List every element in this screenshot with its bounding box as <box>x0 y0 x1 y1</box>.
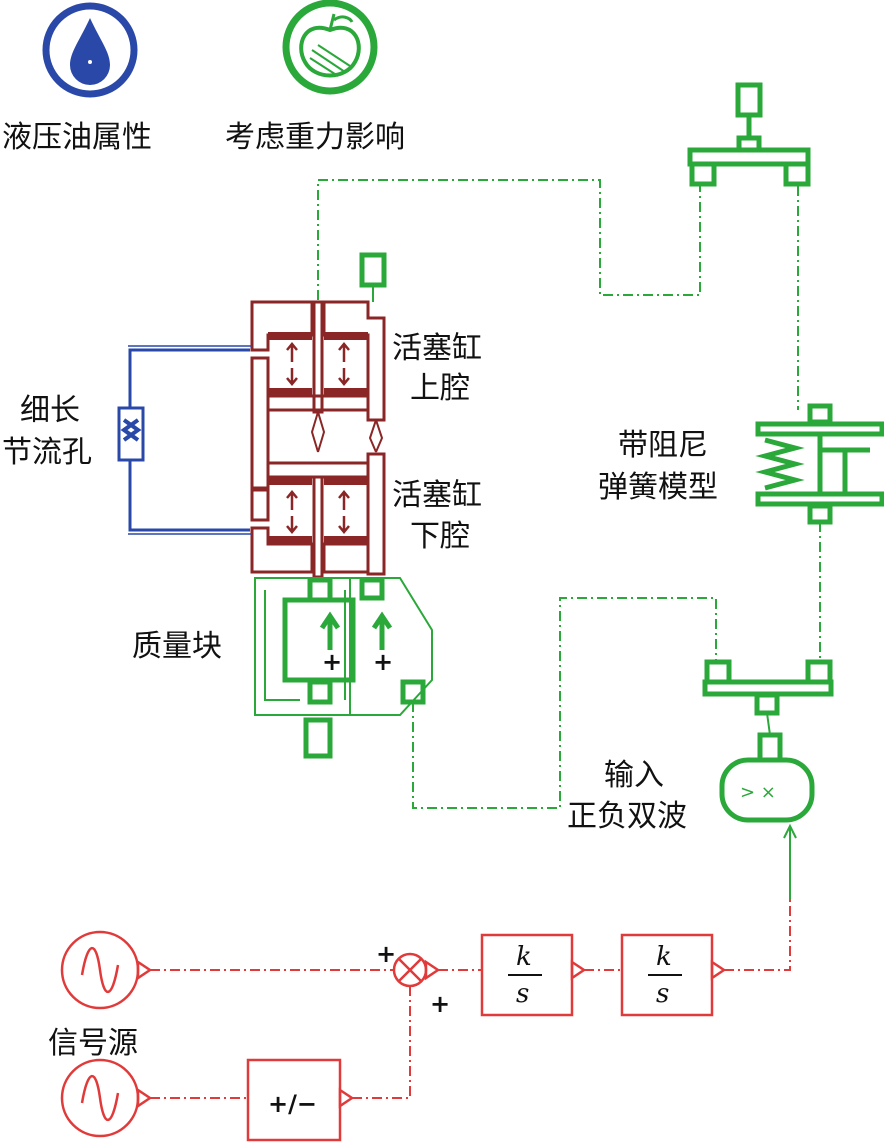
hydraulic-oil-label: 液压油属性 <box>2 120 152 155</box>
integrator-block-2[interactable]: k s <box>620 933 727 1017</box>
cylinder-top-port[interactable] <box>359 252 387 288</box>
lower-chamber-label-line2: 下腔 <box>410 519 470 554</box>
sum-plus-bottom: + <box>430 990 450 1018</box>
integrator-numerator: k <box>516 942 532 972</box>
spring-damper-component[interactable] <box>755 403 884 525</box>
signal-source-1[interactable] <box>60 930 153 1010</box>
upper-chamber-label-line1: 活塞缸 <box>392 331 482 366</box>
spring-label-line2: 弹簧模型 <box>598 470 718 505</box>
summing-junction[interactable]: + + <box>376 940 450 1018</box>
mech-link-line <box>317 179 701 300</box>
orifice-label-line2: 节流孔 <box>2 435 92 470</box>
input-wave-component[interactable]: > × <box>719 757 815 900</box>
spring-label-line1: 带阻尼 <box>618 428 708 463</box>
orifice-label-line1: 细长 <box>20 393 80 428</box>
sign-block-label: +/− <box>268 1090 317 1118</box>
signal-line <box>724 900 791 971</box>
hydraulic-oil-icon <box>42 2 138 98</box>
mass-plus-sign: + <box>373 648 393 676</box>
input-label-line1: 输入 <box>604 758 664 793</box>
mech-link-line <box>412 597 717 809</box>
sum-plus-top: + <box>376 940 396 968</box>
gravity-label: 考虑重力影响 <box>225 120 405 155</box>
signal-source-2[interactable] <box>60 1058 153 1138</box>
piston-cylinder-component[interactable] <box>250 300 386 579</box>
lower-chamber-label-line1: 活塞缸 <box>392 478 482 513</box>
mass-block-component[interactable]: + + <box>254 577 433 759</box>
mass-plus-sign: + <box>322 648 342 676</box>
upper-chamber-label-line2: 上腔 <box>410 371 470 406</box>
integrator-denominator: s <box>516 979 529 1009</box>
integrator-denominator: s <box>656 979 669 1009</box>
sign-block[interactable]: +/− <box>246 1058 355 1142</box>
top-lever-component[interactable] <box>687 82 811 187</box>
integrator-numerator: k <box>656 942 672 972</box>
signal-line <box>352 986 411 1099</box>
orifice-component[interactable] <box>117 345 252 535</box>
integrator-block-1[interactable]: k s <box>480 933 587 1017</box>
gravity-apple-icon <box>282 0 378 95</box>
svg-text:> ×: > × <box>740 782 776 803</box>
signal-source-label: 信号源 <box>48 1026 138 1061</box>
mass-label: 质量块 <box>132 629 222 664</box>
input-label-line2: 正负双波 <box>567 799 687 834</box>
lower-lever-component[interactable] <box>702 659 834 763</box>
